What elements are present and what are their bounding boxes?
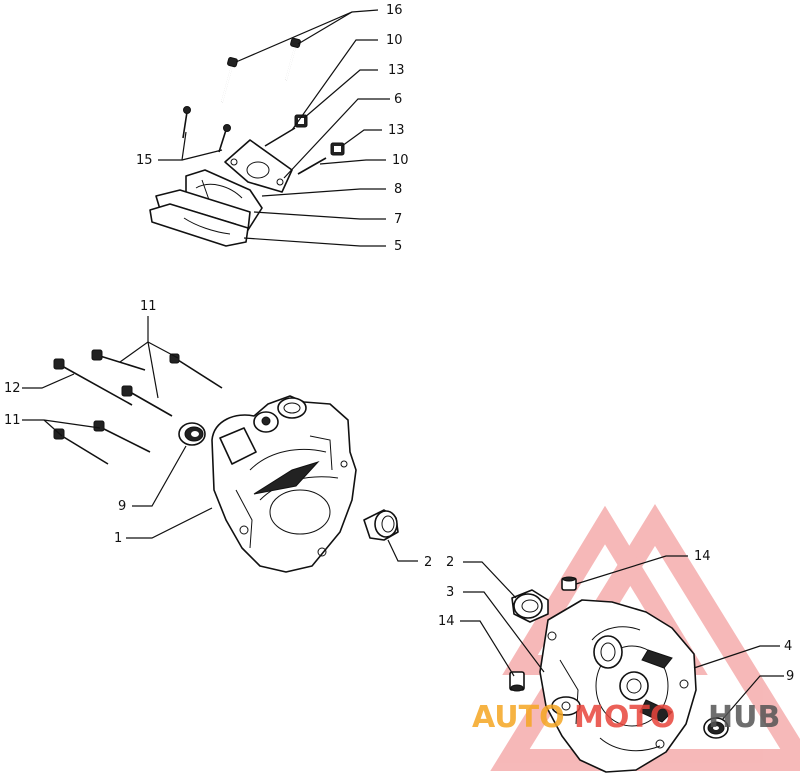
callout-10-upper: 10	[386, 33, 403, 48]
callout-14-upper: 14	[694, 549, 711, 564]
right-crankcase-assembly	[509, 576, 729, 773]
bolt-11-b	[169, 353, 223, 389]
bolt-11-a	[91, 349, 146, 371]
callout-15: 15	[136, 153, 153, 168]
flange-6	[224, 139, 293, 193]
bolt-11-d	[93, 420, 151, 453]
callout-11-upper: 11	[140, 299, 157, 314]
dowel-pin-14-upper	[561, 576, 577, 591]
bearing-9-left	[178, 422, 206, 446]
svg-text:AUTO MOTO HUB: AUTO MOTO HUB	[472, 700, 780, 735]
watermark-moto: MOTO	[574, 700, 675, 735]
callout-5: 5	[394, 239, 402, 254]
callout-3: 3	[446, 585, 454, 600]
left-crankcase-assembly	[53, 349, 399, 573]
callout-6: 6	[394, 92, 402, 107]
stud-10-lower	[297, 157, 327, 175]
stud-10-upper	[264, 127, 296, 147]
callout-labels: 16 10 13 6 13 10 15 8 7 5 11 12 11 9 1 2…	[4, 3, 794, 684]
callout-4: 4	[784, 639, 792, 654]
bolt-12	[53, 358, 133, 406]
callout-10-lower: 10	[392, 153, 409, 168]
bolt-15-right	[218, 124, 231, 153]
bushing-2-right	[511, 589, 549, 623]
callout-13-lower: 13	[388, 123, 405, 138]
nut-13-lower	[330, 142, 345, 156]
callout-2-left: 2	[424, 555, 432, 570]
bolt-16-left	[221, 57, 238, 103]
bushing-2-left	[363, 509, 399, 541]
crankcase-half-1	[211, 395, 357, 573]
crankcase-half-4	[539, 599, 697, 773]
watermark-hub: HUB	[708, 700, 780, 735]
callout-16: 16	[386, 3, 403, 18]
watermark-auto: AUTO	[472, 700, 565, 735]
dowel-pin-14-lower	[509, 671, 525, 692]
callout-11-lower: 11	[4, 413, 21, 428]
leader-lines	[22, 9, 784, 721]
callout-1: 1	[114, 531, 122, 546]
callout-14-lower: 14	[438, 614, 455, 629]
bolt-15-left	[182, 106, 191, 139]
bolt-11-e	[53, 428, 109, 465]
manifold-assembly	[149, 37, 345, 247]
callout-8: 8	[394, 182, 402, 197]
callout-2-right: 2	[446, 555, 454, 570]
bolt-11-c	[121, 385, 173, 417]
callout-7: 7	[394, 212, 402, 227]
gasket-5	[149, 203, 249, 247]
callout-13-upper: 13	[388, 63, 405, 78]
bolt-16-right	[285, 37, 301, 81]
callout-12: 12	[4, 381, 21, 396]
watermark-wordmark: AUTO MOTO HUB	[472, 700, 780, 735]
callout-9-left: 9	[118, 499, 126, 514]
callout-9-right: 9	[786, 669, 794, 684]
bearing-9-right	[703, 717, 729, 739]
